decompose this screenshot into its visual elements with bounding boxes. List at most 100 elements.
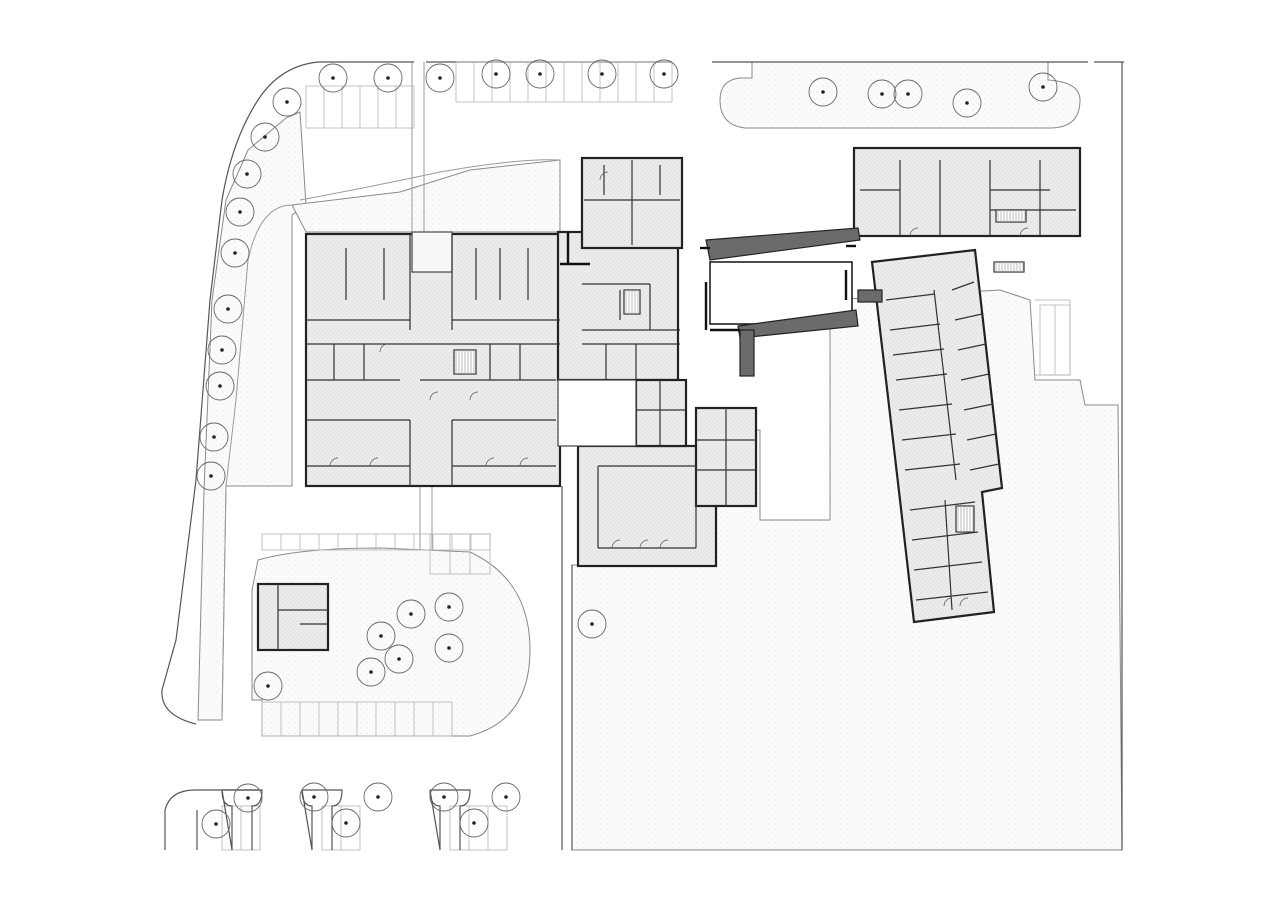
parking-row-island-side	[429, 533, 491, 575]
tree-icon	[253, 671, 283, 701]
door-swing	[379, 343, 389, 353]
parking-row-north	[455, 61, 673, 103]
tree-icon	[587, 59, 617, 89]
tree-icon	[867, 79, 897, 109]
central-green	[291, 159, 561, 233]
door-swing	[485, 457, 495, 467]
northeast-block	[852, 146, 1082, 238]
north-link	[705, 227, 861, 261]
trees	[196, 59, 1058, 839]
tree-icon	[250, 122, 280, 152]
east-link-stub	[857, 289, 883, 303]
tree-icon	[363, 782, 393, 812]
tree-icon	[459, 808, 489, 838]
tree-icon	[201, 809, 231, 839]
door-swing	[599, 171, 609, 181]
south-access-road	[561, 486, 573, 850]
tree-icon	[893, 79, 923, 109]
north-parking-island	[719, 61, 1081, 129]
detached-house	[256, 582, 330, 652]
tree-icon	[299, 782, 329, 812]
link-stair	[739, 329, 755, 377]
door-swing	[329, 457, 339, 467]
partition-wall	[944, 499, 953, 611]
tree-icon	[232, 159, 262, 189]
partition-wall	[889, 323, 941, 331]
door-swing	[639, 539, 649, 549]
tree-icon	[225, 197, 255, 227]
tree-icon	[205, 371, 235, 401]
parking-row-south-3	[449, 805, 508, 851]
stair	[453, 349, 477, 375]
tree-icon	[366, 621, 396, 651]
central-connector	[556, 230, 680, 382]
parking-row-south-1	[221, 805, 261, 851]
parking-row-east	[1039, 304, 1071, 376]
parking-row-island-bottom	[261, 701, 453, 737]
tree-icon	[577, 609, 607, 639]
partition-wall	[966, 433, 997, 441]
door-swing	[611, 539, 621, 549]
tree-icon	[199, 422, 229, 452]
west-wing-inner-yard	[411, 231, 453, 273]
south-link	[737, 309, 859, 339]
stair	[993, 261, 1025, 273]
stair	[955, 505, 975, 533]
tree-icon	[396, 599, 426, 629]
tree-icon	[481, 59, 511, 89]
partition-wall	[954, 313, 983, 321]
tree-icon	[429, 782, 459, 812]
parking-pod	[429, 789, 471, 851]
service-block	[634, 378, 688, 448]
partition-wall	[913, 561, 983, 571]
tree-icon	[220, 238, 250, 268]
south-road	[164, 789, 260, 850]
tree-icon	[318, 63, 348, 93]
tree-icon	[1028, 72, 1058, 102]
partition-wall	[904, 463, 961, 471]
interior-partitions	[277, 160, 1076, 650]
door-swing	[659, 539, 669, 549]
road-network	[161, 61, 1124, 850]
partition-wall	[885, 293, 936, 301]
partition-wall	[898, 403, 953, 411]
partition-wall	[933, 289, 957, 481]
tree-icon	[491, 782, 521, 812]
tree-icon	[356, 657, 386, 687]
partition-wall	[892, 348, 945, 356]
west-road-inner	[221, 204, 293, 721]
stair	[995, 209, 1027, 223]
tree-icon	[373, 63, 403, 93]
partition-wall	[963, 403, 994, 411]
tree-icon	[425, 63, 455, 93]
parking-row-northwest	[305, 85, 415, 129]
central-drive	[411, 62, 433, 550]
door-swing	[369, 457, 379, 467]
glazed-link-bridge	[705, 227, 883, 377]
partition-wall	[951, 281, 975, 291]
partition-wall	[901, 433, 957, 441]
partition-wall	[909, 501, 976, 511]
loop-drive	[299, 159, 561, 201]
door-swing	[909, 227, 919, 237]
door-swing	[469, 391, 479, 401]
tree-icon	[331, 808, 361, 838]
parking-row-island-top	[261, 533, 491, 551]
tree-icon	[952, 88, 982, 118]
door-swing	[959, 597, 969, 607]
partition-wall	[911, 531, 979, 541]
tree-icon	[207, 335, 237, 365]
partition-wall	[957, 343, 987, 351]
parking-pod	[221, 789, 263, 851]
tree-icon	[213, 294, 243, 324]
central-courtyard	[557, 379, 637, 447]
door-swing	[943, 597, 953, 607]
tree-icon	[384, 644, 414, 674]
stair	[623, 289, 641, 315]
parking-row-south-2	[321, 805, 361, 851]
tree-icon	[649, 59, 679, 89]
door-swing	[1019, 227, 1029, 237]
tree-icon	[196, 461, 226, 491]
